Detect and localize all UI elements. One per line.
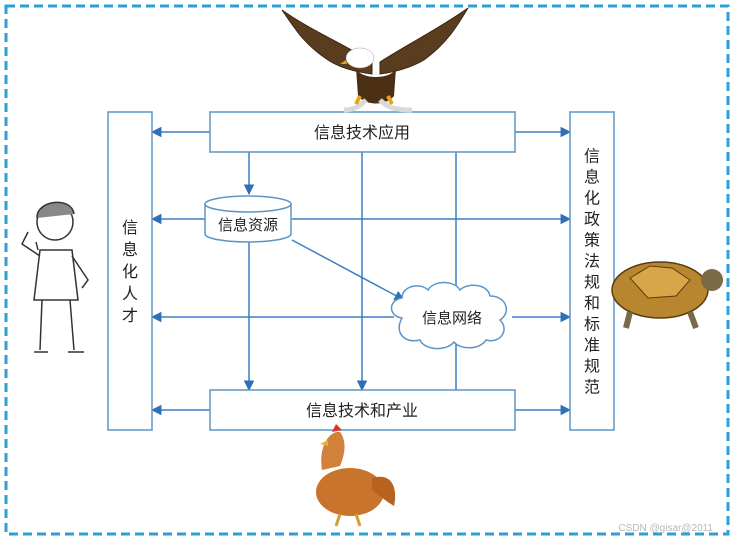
policy-node: 信息化政策法规和标准规范 <box>569 111 615 431</box>
eagle-illustration <box>281 7 469 113</box>
it-application-node: 信息技术应用 <box>209 111 516 153</box>
info-network-node: 信息网络 <box>390 281 508 350</box>
policy-label: 信息化政策法规和标准规范 <box>584 147 600 397</box>
talent-node: 信息化人才 <box>107 111 153 431</box>
info-resources-label: 信息资源 <box>218 216 278 234</box>
person-illustration <box>21 201 89 353</box>
outer-dashed-frame <box>4 4 730 536</box>
turtle-illustration <box>611 261 723 330</box>
talent-label: 信息化人才 <box>122 218 138 325</box>
info-resources-node: 信息资源 <box>204 195 292 243</box>
info-network-label: 信息网络 <box>422 309 482 327</box>
it-application-label: 信息技术应用 <box>314 123 410 142</box>
hen-illustration <box>316 424 396 527</box>
arrow-resources-to-network <box>291 239 405 301</box>
it-industry-node: 信息技术和产业 <box>209 389 516 431</box>
connector-lines <box>150 126 572 416</box>
watermark: CSDN @gisar@2011 <box>618 523 713 534</box>
it-industry-label: 信息技术和产业 <box>306 401 418 420</box>
